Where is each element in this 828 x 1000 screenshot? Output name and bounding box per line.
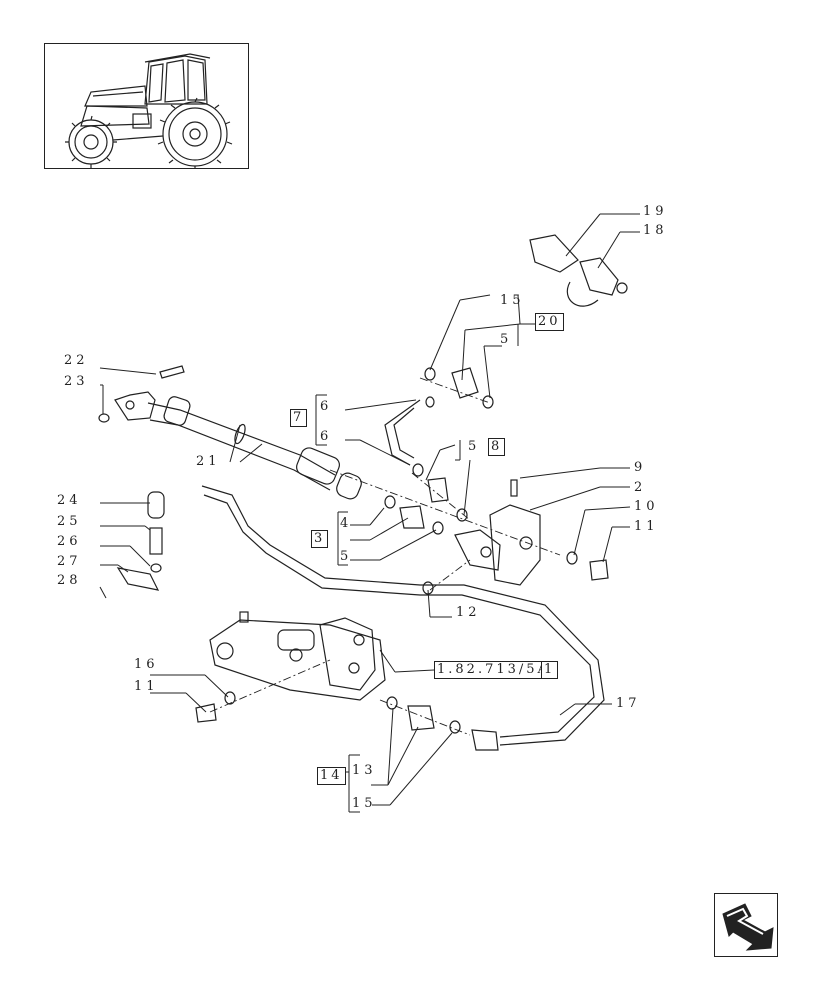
label-6-upper: 6 bbox=[320, 399, 333, 414]
label-16: 16 bbox=[134, 657, 159, 672]
label-5-top: 5 bbox=[500, 332, 513, 347]
label-19: 19 bbox=[643, 204, 668, 219]
next-page-arrow-icon bbox=[722, 903, 774, 951]
label-5-mid: 5 bbox=[468, 439, 481, 454]
label-4: 4 bbox=[340, 516, 353, 531]
valve-block-2 bbox=[454, 479, 541, 586]
label-23: 23 bbox=[64, 374, 89, 389]
pipe-17 bbox=[201, 485, 605, 746]
label-5-lower: 5 bbox=[340, 549, 353, 564]
label-25: 25 bbox=[57, 514, 82, 529]
label-14[interactable]: 14 bbox=[317, 767, 346, 785]
label-11-right: 11 bbox=[634, 519, 659, 534]
next-page-button[interactable] bbox=[714, 893, 778, 957]
label-26: 26 bbox=[57, 534, 82, 549]
label-27: 27 bbox=[57, 554, 82, 569]
label-8[interactable]: 8 bbox=[488, 438, 506, 456]
label-22: 22 bbox=[64, 353, 89, 368]
leader-19b bbox=[565, 213, 601, 257]
label-24: 24 bbox=[57, 493, 82, 508]
label-6-lower: 6 bbox=[320, 429, 333, 444]
label-1[interactable]: 1 bbox=[541, 661, 559, 679]
label-15-top: 15 bbox=[500, 293, 525, 308]
label-13: 13 bbox=[352, 763, 377, 778]
label-9: 9 bbox=[634, 460, 647, 475]
hose-21 bbox=[114, 391, 362, 500]
label-7[interactable]: 7 bbox=[290, 409, 308, 427]
label-20[interactable]: 20 bbox=[535, 313, 564, 331]
label-11-left: 11 bbox=[134, 679, 159, 694]
tractor-thumbnail bbox=[44, 43, 249, 170]
label-18: 18 bbox=[643, 223, 668, 238]
tube-6 bbox=[384, 399, 421, 466]
tractor-icon bbox=[65, 53, 233, 170]
label-28: 28 bbox=[57, 573, 82, 588]
label-15-bottom: 15 bbox=[352, 796, 377, 811]
coupler-18-19 bbox=[529, 234, 628, 307]
label-17: 17 bbox=[616, 696, 641, 711]
label-2: 2 bbox=[634, 480, 647, 495]
ref-link-1-82-713-5a[interactable]: 1.82.713/5A bbox=[434, 661, 553, 679]
label-3[interactable]: 3 bbox=[311, 530, 329, 548]
control-valve-assembly bbox=[209, 611, 386, 701]
label-21: 21 bbox=[196, 454, 221, 469]
label-10: 10 bbox=[634, 499, 659, 514]
label-12: 12 bbox=[456, 605, 481, 620]
